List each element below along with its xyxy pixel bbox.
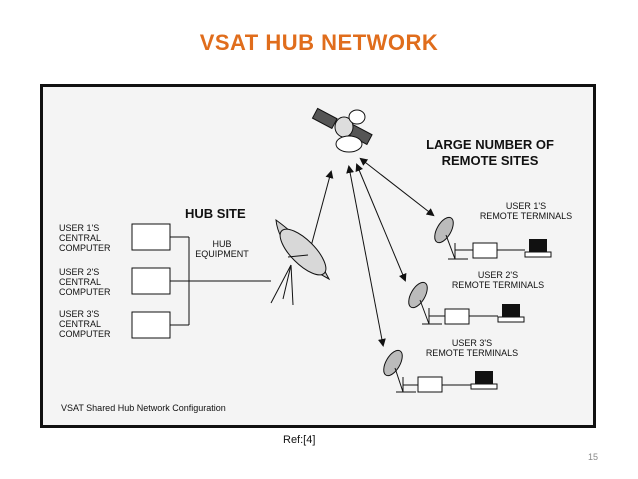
hub-equipment-label-line1: HUB: [212, 239, 232, 249]
remote2-link-arrow: [355, 163, 407, 282]
hub-equipment-label-line2: EQUIPMENT: [195, 249, 249, 259]
large-number-label: LARGE NUMBER OF: [426, 137, 554, 152]
diagram-graphics: [131, 107, 552, 393]
satellite-icon: [311, 107, 373, 153]
remote-site-3: [383, 349, 498, 393]
central-computer-1-box: [131, 223, 171, 251]
remote-terminals-3-label: USER 3'S REMOTE TERMINALS: [425, 338, 519, 358]
central-computer-2-box: [131, 267, 171, 295]
central-computer-2-label: USER 2'S CENTRAL COMPUTER: [59, 267, 111, 297]
central-computer-1-label: USER 1'S CENTRAL COMPUTER: [59, 223, 111, 253]
page-number: 15: [588, 452, 599, 462]
hub-dish-antenna-icon: [270, 218, 331, 306]
central-computer-3-label: USER 3'S CENTRAL COMPUTER: [59, 309, 111, 339]
remote-terminals-2-label: USER 2'S REMOTE TERMINALS: [451, 270, 545, 290]
central-computer-3-box: [131, 311, 171, 339]
remote3-link-arrow: [346, 165, 386, 347]
network-diagram: LARGE NUMBER OF REMOTE SITES HUB SITE HU…: [40, 84, 596, 428]
remote-terminals-1-label: USER 1'S REMOTE TERMINALS: [479, 201, 573, 221]
slide-title: VSAT HUB NETWORK: [199, 30, 439, 55]
remote-site-1: [434, 216, 552, 260]
remote-site-2: [408, 281, 525, 325]
reference-citation: Ref:[4]: [283, 434, 316, 446]
remote-sites-label: REMOTE SITES: [441, 153, 539, 168]
hub-site-label: HUB SITE: [185, 206, 246, 221]
diagram-caption: VSAT Shared Hub Network Configuration: [61, 403, 226, 413]
